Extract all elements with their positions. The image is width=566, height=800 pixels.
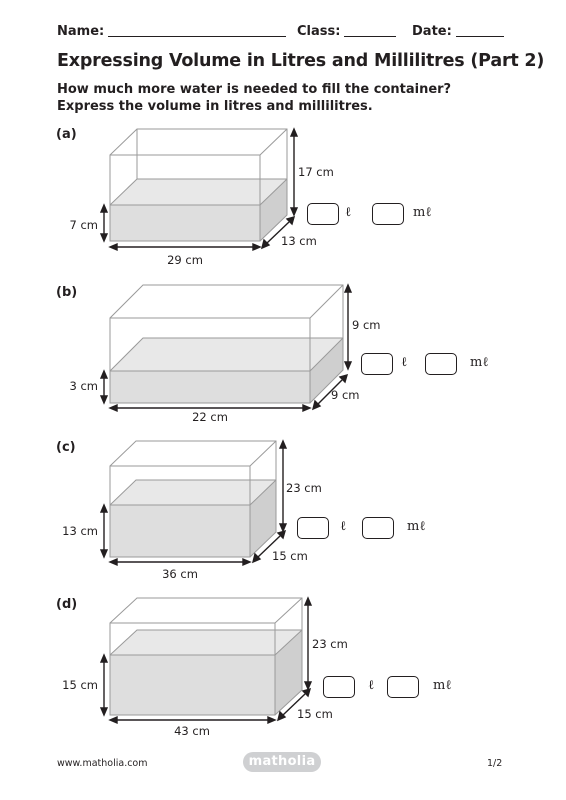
date-label: Date: [412,24,452,39]
water-level-label-c: 13 cm [62,524,98,538]
date-blank[interactable] [455,36,504,37]
class-label: Class: [297,24,341,39]
question-b-container-diagram: 9 cm 3 cm 22 cm 9 cm [70,283,381,424]
water-volume-a [110,179,287,241]
litre-unit-c: ℓ [340,519,347,534]
answer-litres-box-b[interactable] [361,353,393,375]
class-blank[interactable] [344,36,397,37]
water-level-label-b: 3 cm [70,379,99,393]
name-blank[interactable] [108,36,287,37]
worksheet-title: Expressing Volume in Litres and Millilit… [57,51,545,71]
footer-url: www.matholia.com [57,758,148,769]
page-number: 1/2 [487,758,503,769]
depth-label-a: 13 cm [281,234,317,248]
length-label-d: 43 cm [174,724,210,738]
instruction-line-2: Express the volume in litres and millili… [57,99,373,114]
depth-label-d: 15 cm [297,707,333,721]
answer-millilitres-box-c[interactable] [362,517,394,539]
litre-unit-a: ℓ [345,205,352,220]
depth-label-c: 15 cm [272,549,308,563]
name-field: Name: [57,24,287,39]
question-a-label: (a) [56,127,77,142]
length-label-c: 36 cm [162,567,198,581]
question-b-label: (b) [56,285,78,300]
millilitre-unit-d: mℓ [433,678,452,693]
water-volume-d [110,630,302,715]
instruction-line-1: How much more water is needed to fill th… [57,82,452,97]
height-label-c: 23 cm [286,481,322,495]
question-a-container-diagram: 17 cm 7 cm 29 cm 13 cm [70,127,334,267]
water-level-label-d: 15 cm [62,678,98,692]
water-volume-c [110,480,276,557]
length-label-b: 22 cm [192,410,228,424]
length-label-a: 29 cm [167,253,203,267]
answer-litres-box-a[interactable] [307,203,339,225]
container-outline-d [109,597,303,716]
question-d-container-diagram: 23 cm 15 cm 43 cm 15 cm [62,596,348,738]
answer-litres-box-c[interactable] [297,517,329,539]
height-label-a: 17 cm [298,165,334,179]
answer-millilitres-box-b[interactable] [425,353,457,375]
answer-litres-box-d[interactable] [323,676,355,698]
question-c-label: (c) [56,440,76,455]
matholia-logo: matholia [243,752,321,772]
height-label-d: 23 cm [312,637,348,651]
container-outline-c [109,440,277,558]
date-field: Date: [412,24,504,39]
question-d-label: (d) [56,597,78,612]
answer-millilitres-box-a[interactable] [372,203,404,225]
container-outline-a [109,128,288,242]
litre-unit-b: ℓ [401,355,408,370]
name-label: Name: [57,24,105,39]
millilitre-unit-b: mℓ [470,355,489,370]
depth-label-b: 9 cm [331,388,360,402]
container-outline-b [109,284,344,404]
water-level-label-a: 7 cm [70,218,99,232]
millilitre-unit-a: mℓ [413,205,432,220]
height-label-b: 9 cm [352,318,381,332]
millilitre-unit-c: mℓ [407,519,426,534]
litre-unit-d: ℓ [368,678,375,693]
question-c-container-diagram: 23 cm 13 cm 36 cm 15 cm [62,439,322,581]
answer-millilitres-box-d[interactable] [387,676,419,698]
water-volume-b [110,338,343,403]
class-field: Class: [297,24,397,39]
